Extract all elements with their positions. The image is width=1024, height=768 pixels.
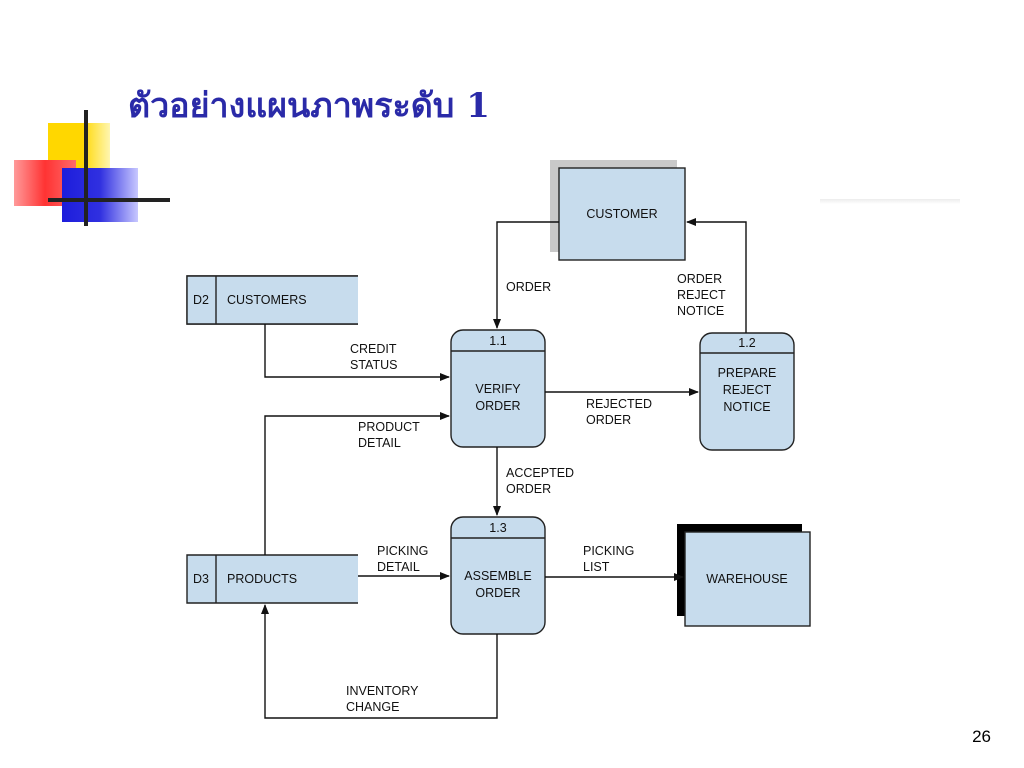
- flow-credit-status: CREDIT STATUS: [264, 324, 450, 381]
- data-store-d3-products: D3 PRODUCTS: [186, 554, 358, 604]
- warehouse-label: WAREHOUSE: [706, 572, 788, 586]
- process-1-2-line2: REJECT: [723, 383, 772, 397]
- data-store-d2-customers: D2 CUSTOMERS: [186, 275, 358, 325]
- flow-order: ORDER: [493, 221, 559, 329]
- flow-order-reject-notice-line3: NOTICE: [677, 304, 724, 318]
- process-1-3-number: 1.3: [489, 521, 506, 535]
- process-1-2-number: 1.2: [738, 336, 755, 350]
- flow-rejected-order-line2: ORDER: [586, 413, 631, 427]
- flow-rejected-order: REJECTED ORDER: [545, 388, 699, 427]
- flow-credit-status-line1: CREDIT: [350, 342, 397, 356]
- d3-label: PRODUCTS: [227, 572, 297, 586]
- process-1-2-prepare-reject-notice: 1.2 PREPARE REJECT NOTICE: [699, 332, 795, 451]
- external-entity-customer: CUSTOMER: [550, 160, 686, 261]
- flow-inventory-change-line2: CHANGE: [346, 700, 399, 714]
- blue-square: [62, 168, 138, 222]
- customer-label: CUSTOMER: [586, 207, 657, 221]
- flow-order-reject-notice: ORDER REJECT NOTICE: [677, 218, 747, 333]
- flow-product-detail-line1: PRODUCT: [358, 420, 420, 434]
- flow-picking-list: PICKING LIST: [545, 544, 684, 581]
- flow-product-detail: PRODUCT DETAIL: [264, 412, 450, 555]
- flow-rejected-order-line1: REJECTED: [586, 397, 652, 411]
- flow-inventory-change: INVENTORY CHANGE: [261, 604, 498, 719]
- flow-order-label: ORDER: [506, 280, 551, 294]
- process-1-3-line2: ORDER: [475, 586, 520, 600]
- flow-accepted-order-line1: ACCEPTED: [506, 466, 574, 480]
- process-1-2-line1: PREPARE: [718, 366, 777, 380]
- d2-code: D2: [193, 293, 209, 307]
- process-1-1-number: 1.1: [489, 334, 506, 348]
- d3-code: D3: [193, 572, 209, 586]
- page-number: 26: [972, 727, 991, 746]
- faint-shadow-line: [820, 199, 960, 204]
- flow-inventory-change-line1: INVENTORY: [346, 684, 419, 698]
- flow-picking-detail-line2: DETAIL: [377, 560, 420, 574]
- flow-product-detail-line2: DETAIL: [358, 436, 401, 450]
- external-entity-warehouse: WAREHOUSE: [677, 524, 811, 627]
- process-1-1-verify-order: 1.1 VERIFY ORDER: [450, 329, 546, 448]
- process-1-3-assemble-order: 1.3 ASSEMBLE ORDER: [450, 516, 546, 635]
- horizontal-bar: [48, 198, 170, 202]
- flow-order-reject-notice-line1: ORDER: [677, 272, 722, 286]
- flow-order-reject-notice-line2: REJECT: [677, 288, 726, 302]
- flow-picking-list-line2: LIST: [583, 560, 610, 574]
- flow-picking-list-line1: PICKING: [583, 544, 634, 558]
- process-1-1-line1: VERIFY: [475, 382, 521, 396]
- flow-credit-status-line2: STATUS: [350, 358, 397, 372]
- process-1-1-line2: ORDER: [475, 399, 520, 413]
- flow-picking-detail: PICKING DETAIL: [358, 544, 450, 580]
- flow-accepted-order: ACCEPTED ORDER: [493, 447, 574, 516]
- flow-picking-detail-line1: PICKING: [377, 544, 428, 558]
- process-1-3-line1: ASSEMBLE: [464, 569, 531, 583]
- d2-label: CUSTOMERS: [227, 293, 307, 307]
- process-1-2-line3: NOTICE: [723, 400, 770, 414]
- slide-title: ตัวอย่างแผนภาพระดับ 1: [128, 86, 490, 126]
- flow-accepted-order-line2: ORDER: [506, 482, 551, 496]
- vertical-bar: [84, 110, 88, 226]
